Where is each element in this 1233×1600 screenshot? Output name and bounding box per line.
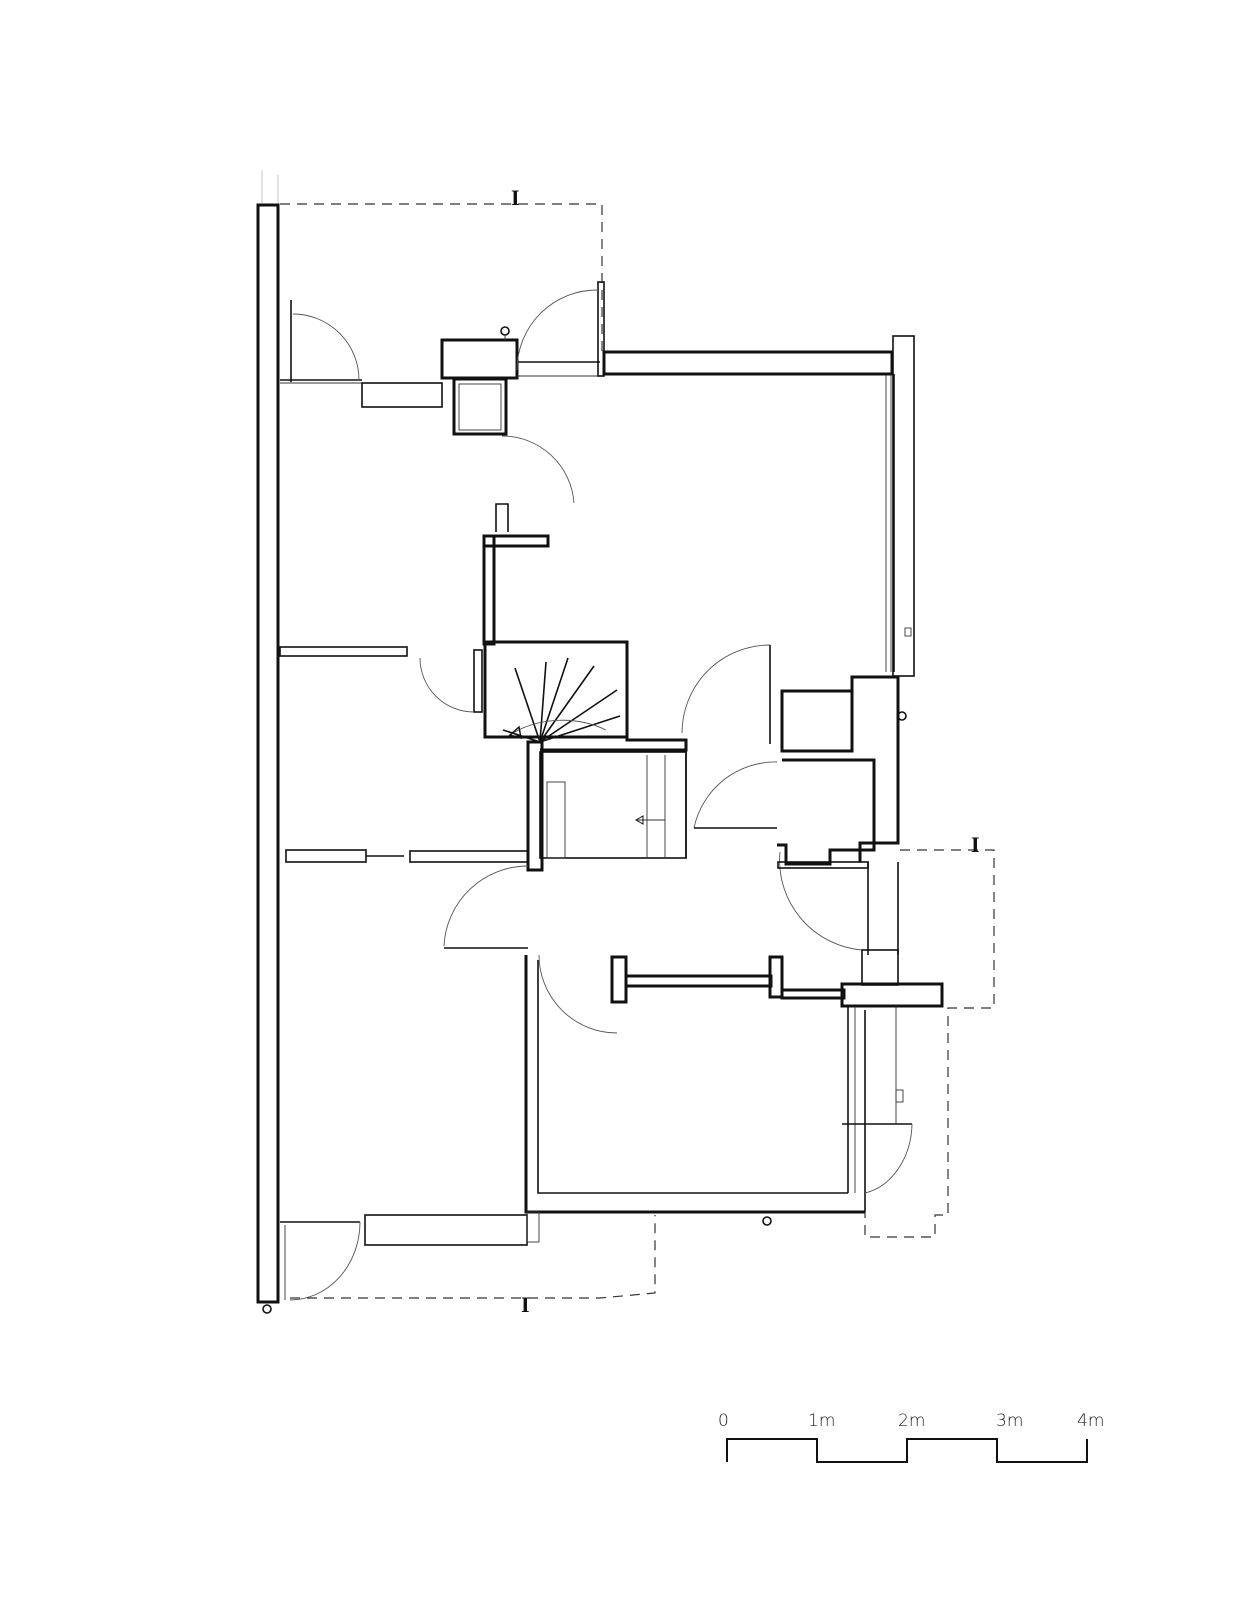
stair-treads <box>502 657 621 743</box>
scale-bar: 0 1m 2m 3m 4m <box>718 1411 1104 1463</box>
section-marker-east: I <box>971 832 980 857</box>
section-marker-south: I <box>521 1292 530 1317</box>
section-boundary-south <box>290 1215 656 1299</box>
section-boundary-east <box>864 849 995 1238</box>
south-west-wall <box>280 1211 540 1301</box>
scale-label-1m: 1m <box>808 1411 835 1431</box>
section-boundary-top <box>280 203 603 355</box>
section-marker-north: I <box>511 185 520 210</box>
west-partitions <box>279 646 529 863</box>
east-service-block <box>777 675 900 986</box>
scale-label-4m: 4m <box>1077 1411 1104 1431</box>
south-rooms <box>524 955 944 1226</box>
door-swings-central <box>443 644 863 1034</box>
stair-direction-arrow-icon <box>508 725 522 739</box>
stairwell <box>483 640 688 872</box>
north-east-wall <box>602 335 915 721</box>
north-wall-segments <box>280 281 605 436</box>
door-swings-north <box>290 289 599 504</box>
west-exterior-wall <box>256 170 280 1314</box>
scale-label-2m: 2m <box>898 1411 925 1431</box>
central-partitions <box>473 503 550 713</box>
scale-label-3m: 3m <box>996 1411 1023 1431</box>
scale-label-0: 0 <box>718 1411 729 1431</box>
